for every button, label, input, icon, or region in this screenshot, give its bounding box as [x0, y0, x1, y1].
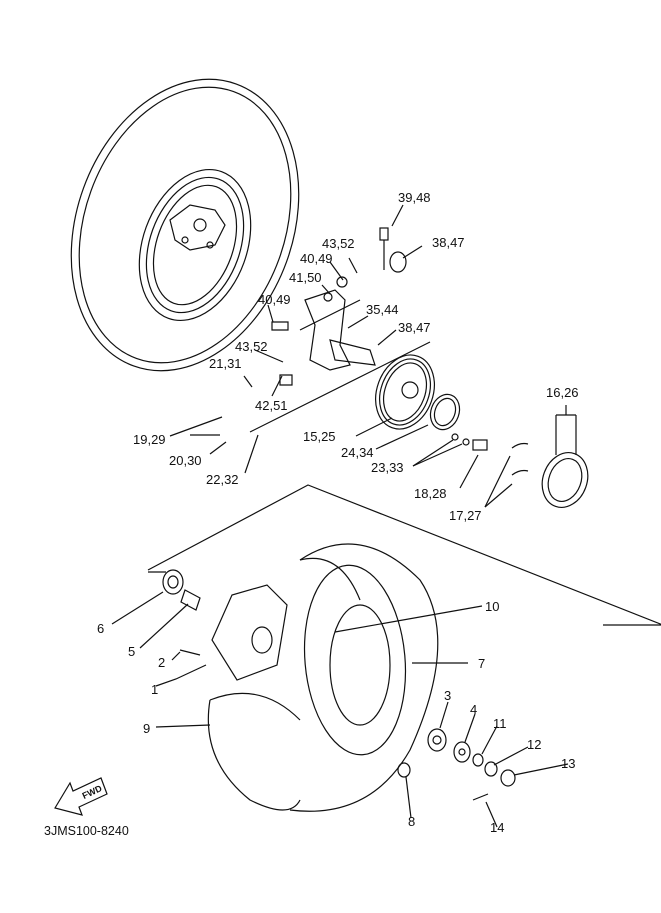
callout-36-45: 38,47 [432, 235, 465, 250]
callout-11: 11 [493, 716, 507, 731]
callout-19-29: 19,29 [133, 432, 166, 447]
callout-7: 7 [478, 656, 486, 671]
callout-9: 9 [143, 721, 151, 736]
callout-40-49: 40,49 [300, 251, 333, 266]
steering-knuckle [271, 227, 407, 386]
drawing-code: 3JMS100-8240 [44, 824, 129, 838]
upper-tire-assembly [70, 78, 300, 372]
callout-35-44: 35,44 [366, 302, 399, 317]
callout-21-31: 21,31 [209, 356, 242, 371]
callout-5: 5 [128, 644, 136, 659]
callout-8: 8 [408, 814, 416, 829]
callout-42-51: 42,51 [255, 398, 288, 413]
callout-37-46: 39,48 [398, 190, 431, 205]
callout-3: 3 [444, 688, 452, 703]
callout-13: 13 [561, 756, 576, 771]
brake-shoes [511, 414, 589, 508]
callout-10: 10 [485, 599, 500, 614]
callout-12: 12 [527, 737, 542, 752]
callout-24-34: 24,34 [341, 445, 374, 460]
callout-2: 2 [158, 655, 166, 670]
lower-tire-assembly [207, 543, 439, 812]
hub-parts [162, 569, 288, 681]
assembly-brace-lines [147, 341, 661, 626]
callout-39-48: 40,49 [258, 292, 291, 307]
callout-23-33: 23,33 [371, 460, 404, 475]
callout-17-27: 17,27 [449, 508, 482, 523]
callout-6: 6 [97, 621, 105, 636]
callout-43-52-upper: 43,52 [322, 236, 355, 251]
callout-43-52-lower: 43,52 [235, 339, 268, 354]
callout-22-32: 22,32 [206, 472, 239, 487]
callout-20-30: 20,30 [169, 453, 202, 468]
callout-41-50: 41,50 [289, 270, 322, 285]
brake-drum [375, 354, 488, 451]
callout-38-47: 38,47 [398, 320, 431, 335]
callout-4: 4 [470, 702, 478, 717]
callout-14: 14 [490, 820, 505, 835]
callout-leaders [111, 204, 569, 828]
callout-1: 1 [151, 682, 159, 697]
fwd-arrow-icon [54, 777, 108, 816]
callout-15-25: 15,25 [303, 429, 336, 444]
callout-16-26: 16,26 [546, 385, 579, 400]
callout-18-28: 18,28 [414, 486, 447, 501]
axle-hardware [397, 728, 516, 801]
